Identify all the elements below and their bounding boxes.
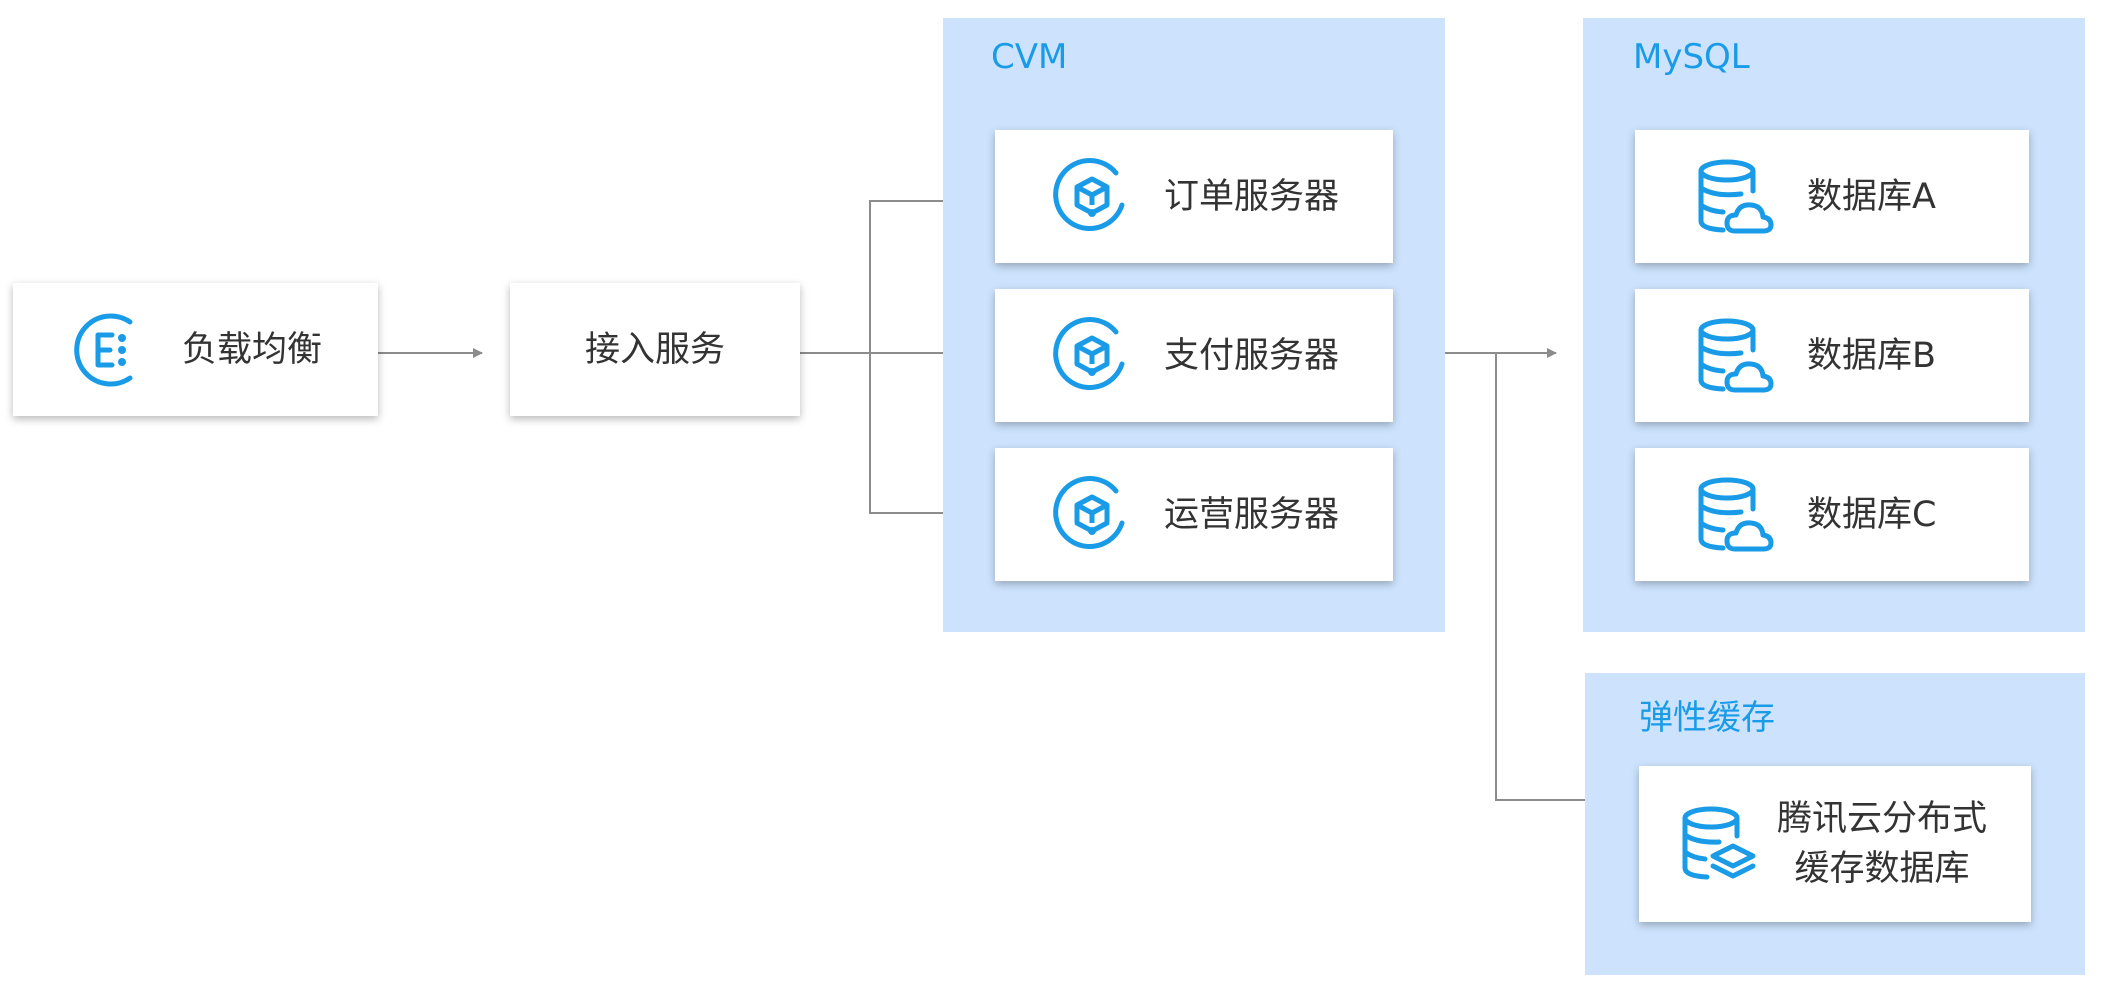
redis-label-line2: 缓存数据库: [1794, 849, 1970, 889]
order-server-label: 订单服务器: [1164, 176, 1340, 217]
elastic-cache-group-label: 弹性缓存: [1639, 698, 1775, 738]
cvm-group-label: CVM: [991, 37, 1068, 77]
arrow-cvm-to-cache: [1495, 353, 1612, 805]
redis-node[interactable]: 腾讯云分布式 缓存数据库: [1639, 766, 2031, 922]
cache-database-icon: [1682, 806, 1756, 880]
cvm-icon: [1053, 475, 1125, 549]
payment-server-node[interactable]: 支付服务器: [995, 289, 1393, 422]
clb-icon: [74, 313, 133, 386]
load-balancer-label: 负载均衡: [182, 329, 323, 370]
cloud-database-icon: [1698, 318, 1774, 392]
redis-label-line1: 腾讯云分布式: [1777, 799, 1988, 839]
order-server-node[interactable]: 订单服务器: [995, 130, 1393, 263]
database-a-label: 数据库A: [1807, 176, 1936, 217]
cloud-database-icon: [1698, 159, 1774, 233]
mysql-group-label: MySQL: [1633, 37, 1750, 77]
arrow-access-to-ops: [869, 353, 971, 518]
access-service-label: 接入服务: [584, 329, 725, 370]
arrow-access-to-order: [869, 196, 971, 353]
payment-server-label: 支付服务器: [1164, 335, 1340, 376]
redis-label: 腾讯云分布式 缓存数据库: [1777, 794, 1987, 894]
database-b-node[interactable]: 数据库B: [1635, 289, 2029, 422]
database-a-node[interactable]: 数据库A: [1635, 130, 2029, 263]
cvm-icon: [1053, 157, 1125, 231]
cloud-database-icon: [1698, 477, 1774, 551]
database-c-node[interactable]: 数据库C: [1635, 448, 2029, 581]
load-balancer-node[interactable]: 负载均衡: [13, 283, 378, 416]
database-c-label: 数据库C: [1807, 494, 1937, 535]
cvm-icon: [1053, 316, 1125, 390]
ops-server-label: 运营服务器: [1164, 494, 1340, 535]
ops-server-node[interactable]: 运营服务器: [995, 448, 1393, 581]
access-service-node[interactable]: 接入服务: [510, 283, 800, 416]
database-b-label: 数据库B: [1807, 335, 1937, 376]
